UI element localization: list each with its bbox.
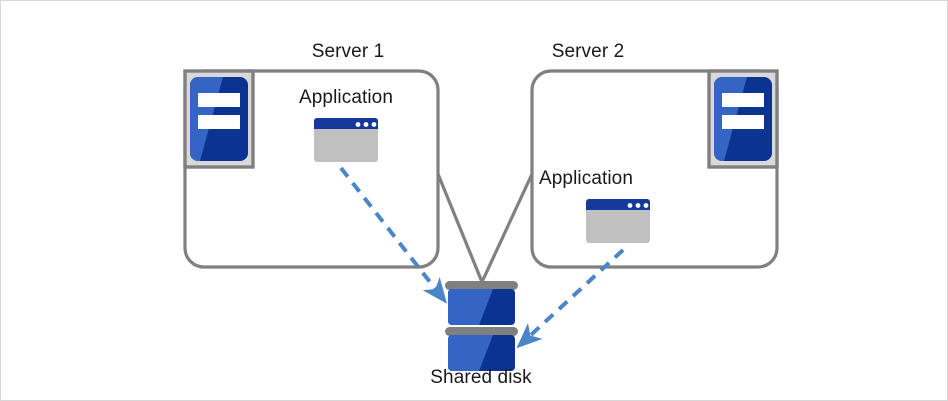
shared-disk-label: Shared disk — [430, 367, 532, 388]
server-box-2[interactable] — [530, 69, 779, 269]
data-access-arrow-1 — [339, 166, 447, 304]
application-window-icon-1[interactable] — [314, 118, 378, 162]
disk-stack-icon[interactable] — [445, 281, 518, 371]
application-window-icon-2[interactable] — [586, 199, 650, 243]
application-2-label: Application — [538, 168, 634, 189]
application-1-label: Application — [298, 87, 394, 108]
server-icon-1 — [183, 69, 255, 169]
connector-server1-to-disk — [436, 173, 484, 283]
connector-server2-to-disk — [480, 173, 534, 283]
server-2-label: Server 2 — [551, 41, 625, 62]
server-1-label: Server 1 — [311, 41, 385, 62]
server-icon-2 — [707, 69, 779, 169]
server-box-1[interactable] — [183, 69, 440, 269]
data-access-arrow-2 — [516, 248, 625, 349]
